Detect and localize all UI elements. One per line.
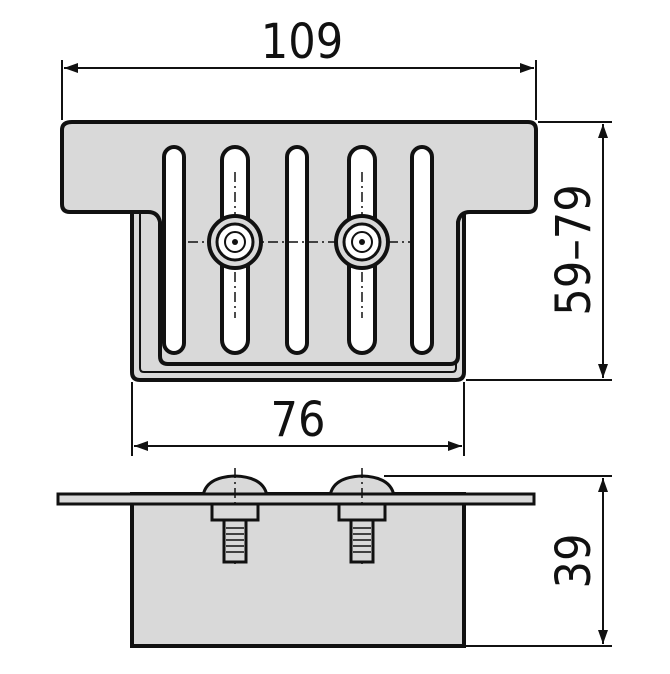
side-bolt-right (349, 518, 375, 564)
dim-side-height-label: 39 (546, 534, 602, 589)
dim-height-range: 59–79 (466, 121, 612, 381)
top-view: 109 59–79 76 (60, 14, 612, 456)
side-nut-left (210, 502, 260, 522)
dim-body-width-label: 76 (271, 392, 326, 448)
slot (162, 145, 186, 355)
screw-right (334, 214, 390, 270)
side-body (130, 492, 466, 648)
dim-side-height: 39 (384, 475, 612, 647)
dim-overall-width: 109 (61, 14, 537, 120)
dim-overall-width-label: 109 (261, 14, 343, 70)
body-inner-line (139, 212, 457, 373)
side-bolt-left (222, 518, 248, 564)
side-nut-right (337, 502, 387, 522)
side-view: 39 (56, 468, 612, 648)
slot (285, 145, 309, 355)
dim-body-width: 76 (131, 382, 465, 456)
screw-left (207, 214, 263, 270)
slot (410, 145, 434, 355)
side-flange (56, 492, 536, 506)
dim-height-range-label: 59–79 (546, 184, 602, 315)
